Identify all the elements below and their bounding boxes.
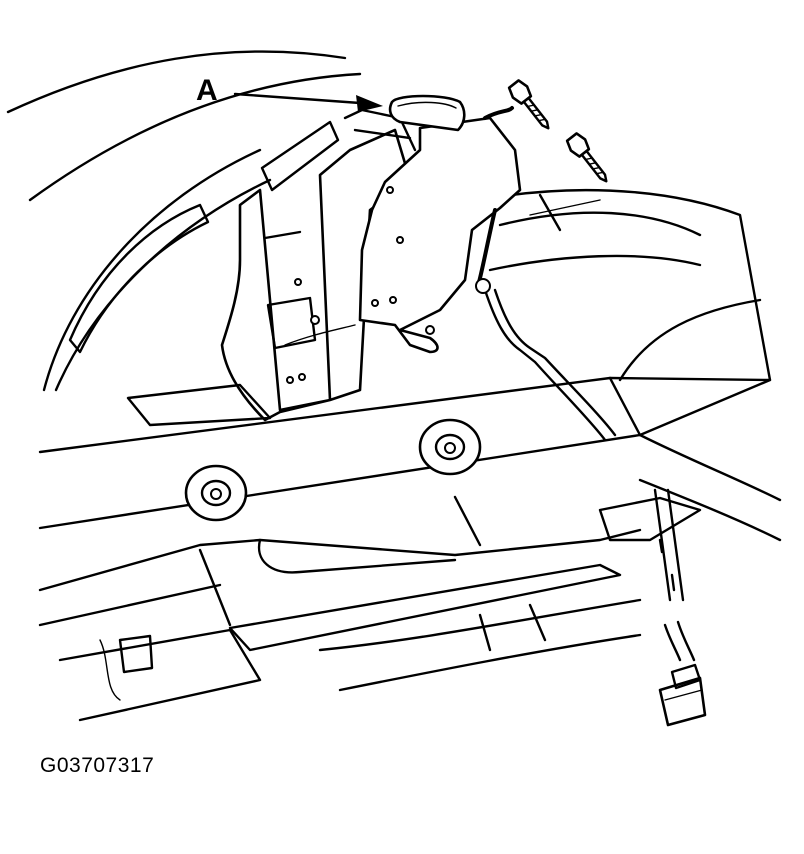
arrow-head-icon [356, 95, 383, 112]
figure-id: G03707317 [40, 754, 154, 777]
connector-icon [658, 663, 707, 727]
antenna-harness [475, 106, 696, 662]
grommet-icon [418, 418, 482, 476]
screw-icon [507, 79, 550, 130]
mounting-bracket [343, 108, 522, 354]
rear-shelf [38, 376, 642, 722]
pillar-trim [126, 128, 412, 427]
body-side-panel [478, 188, 782, 542]
screw-icon [565, 132, 608, 183]
antenna-module [388, 94, 466, 132]
grommet-icon [184, 464, 248, 522]
rear-window-frame [6, 50, 362, 392]
callout-label: A [196, 74, 218, 107]
callout-a: A [196, 74, 383, 112]
